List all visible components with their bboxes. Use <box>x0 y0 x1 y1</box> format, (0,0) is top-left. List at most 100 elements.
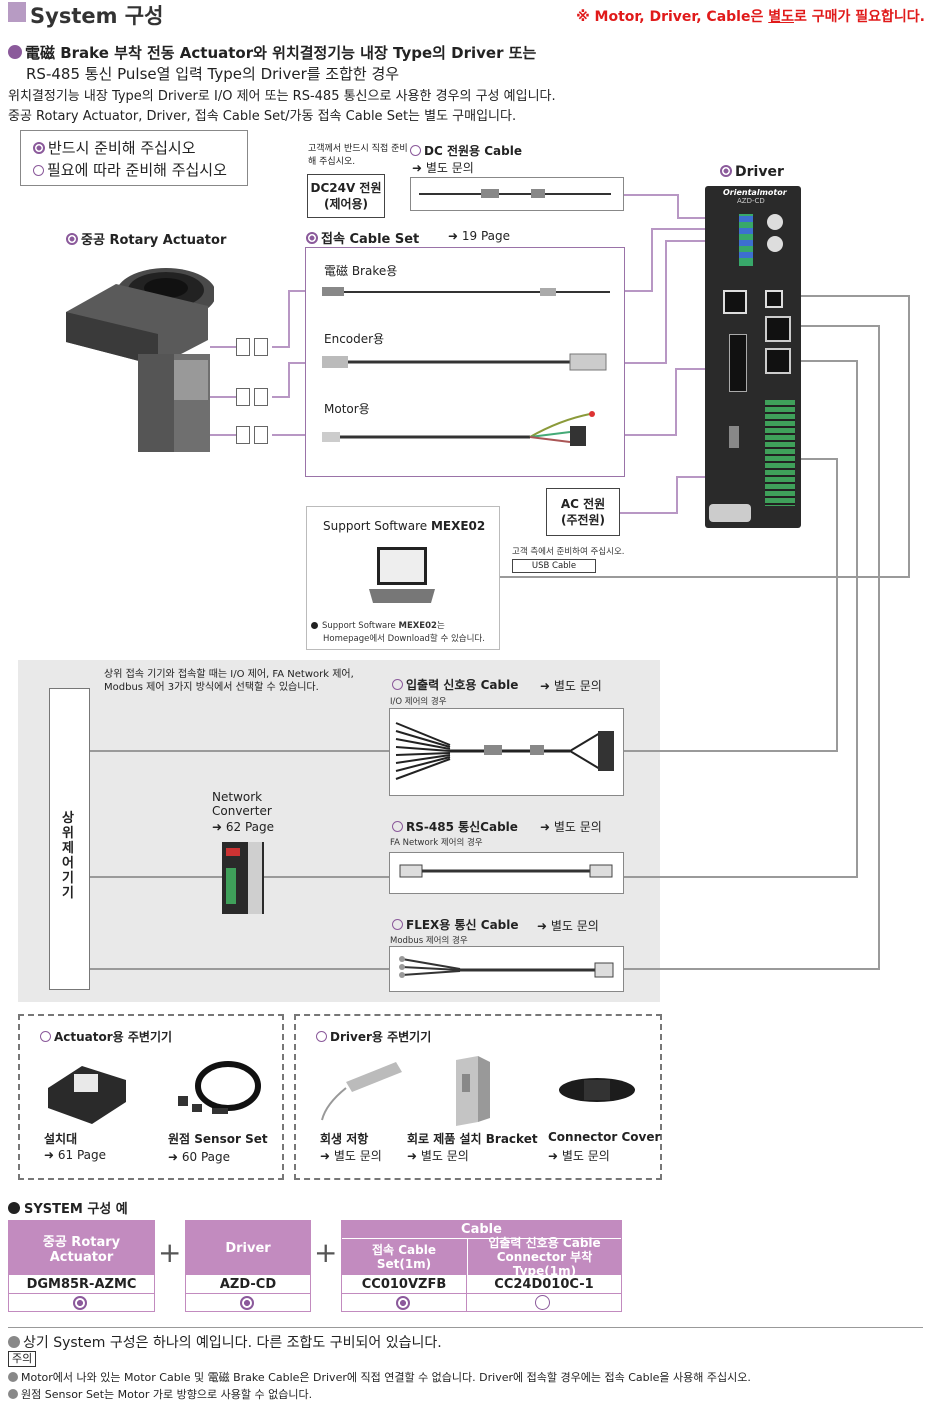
rs485-cable-box <box>389 852 624 894</box>
connector-cover-ref: ➜ 별도 문의 <box>548 1149 610 1163</box>
driver-label: Driver <box>720 164 784 180</box>
software-note: Support Software MEXE02는 <box>311 619 445 631</box>
regen-resistor-image <box>321 1062 402 1121</box>
io-cable-label: 입출력 신호용 Cable <box>392 676 518 693</box>
optional-mark <box>535 1295 550 1310</box>
usb-note: 고객 측에서 준비하여 주십시오. <box>512 547 625 557</box>
software-box: Support Software MEXE02 Support Software… <box>306 506 500 650</box>
legend-optional: 필요에 따라 준비해 주십시오 <box>33 159 227 180</box>
system-col-actuator: 중공 Rotary Actuator DGM85R-AZMC <box>8 1220 155 1312</box>
required-mark <box>239 1295 254 1310</box>
io-cable-ask: ➜ 별도 문의 <box>540 679 602 693</box>
flex-cable-sub: Modbus 제어의 경우 <box>390 936 468 946</box>
required-mark <box>73 1295 87 1310</box>
host-label-char: 제 <box>62 841 74 856</box>
cable-brake-label: 電磁 Brake용 <box>324 264 398 278</box>
host-label-char: 위 <box>62 826 74 841</box>
customer-prepare-note: 고객께서 반드시 직접 준비해 주십시오. <box>308 144 408 167</box>
cable-motor-image <box>322 411 595 446</box>
system-col-model: AZD-CD <box>219 1276 277 1292</box>
actuator-image <box>58 254 216 460</box>
driver-device: Orientalmotor AZD-CD <box>705 186 801 528</box>
system-col-header: 중공 Rotary Actuator <box>9 1221 154 1275</box>
required-mark <box>395 1295 410 1310</box>
system-col-cable: Cable 접속 Cable Set(1m) CC010VZFB 입출력 신호용… <box>341 1220 622 1312</box>
cable-encoder-label: Encoder용 <box>324 332 385 346</box>
connector-cover-image <box>559 1078 635 1102</box>
io-cable-image <box>395 722 614 780</box>
rs485-cable-sub: FA Network 제어의 경우 <box>390 838 483 848</box>
actuator-peripherals-box <box>18 1014 284 1180</box>
rs485-cable-image <box>399 864 613 878</box>
flex-cable-image <box>399 956 614 978</box>
laptop-image <box>369 547 435 603</box>
system-example-title: SYSTEM 구성 예 <box>8 1198 128 1217</box>
mounting-bracket-name: 회로 제품 설치 Bracket <box>407 1132 538 1146</box>
home-sensor-set-ref: ➜ 60 Page <box>168 1150 231 1164</box>
caution-label: 주의 <box>8 1351 37 1367</box>
regen-resistor-name: 회생 저항 <box>320 1132 369 1146</box>
actuator-connector-encoder <box>236 388 272 406</box>
regen-resistor-ref: ➜ 별도 문의 <box>320 1149 382 1163</box>
legend-box: 반드시 준비해 주십시오 필요에 따라 준비해 주십시오 <box>20 130 248 186</box>
system-col-model: CC24D010C-1 <box>494 1276 594 1292</box>
mounting-base-image <box>48 1066 126 1124</box>
cable-encoder-image <box>322 353 607 371</box>
flex-cable-label: FLEX용 통신 Cable <box>392 916 519 933</box>
dc24v-power-box: DC24V 전원(제어용) <box>307 174 385 218</box>
system-col-header: 입출력 신호용 Cable Connector 부착 Type(1m) <box>467 1236 621 1278</box>
system-col-header: 접속 Cable Set(1m) <box>342 1239 466 1275</box>
mounting-base-name: 설치대 <box>44 1132 78 1146</box>
driver-model: AZD-CD <box>737 197 765 205</box>
host-label-char: 어 <box>62 856 74 871</box>
host-note: 상위 접속 기기와 접속할 때는 I/O 제어, FA Network 제어,M… <box>104 669 354 693</box>
host-controller-box: 상 위 제 어 기 기 <box>49 688 90 990</box>
host-label-char: 상 <box>62 811 74 826</box>
host-label-char: 기 <box>62 871 74 886</box>
mounting-base-ref: ➜ 61 Page <box>44 1148 107 1162</box>
intro-heading-1: 電磁 Brake 부착 전동 Actuator와 위치결정기능 내장 Type의… <box>8 42 536 63</box>
dc-cable-image <box>419 189 611 198</box>
dc-cable-box <box>410 177 624 211</box>
cable-set-box: 電磁 Brake용 Encoder용 Motor용 <box>305 247 625 477</box>
rs485-cable-label: RS-485 통신Cable <box>392 818 518 835</box>
dc-cable-ask: ➜ 별도 문의 <box>412 161 474 175</box>
mounting-bracket-ref: ➜ 별도 문의 <box>407 1149 469 1163</box>
software-note-2: Homepage에서 Download할 수 있습니다. <box>323 634 485 644</box>
rs485-cable-ask: ➜ 별도 문의 <box>540 820 602 834</box>
io-cable-box <box>389 708 624 796</box>
ac-power-box: AC 전원(주전원) <box>546 488 620 536</box>
system-col-model: DGM85R-AZMC <box>26 1276 137 1292</box>
intro-text-2: 중공 Rotary Actuator, Driver, 접속 Cable Set… <box>8 109 517 124</box>
network-converter-image <box>218 838 268 916</box>
actuator-label: 중공 Rotary Actuator <box>66 229 226 248</box>
system-col-model: CC010VZFB <box>361 1276 447 1292</box>
system-col-header: Driver <box>186 1221 310 1275</box>
intro-text-1: 위치결정기능 내장 Type의 Driver로 I/O 제어 또는 RS-485… <box>8 89 556 104</box>
plus-sign: + <box>314 1236 338 1269</box>
legend-required: 반드시 준비해 주십시오 <box>33 137 196 158</box>
host-label-char: 기 <box>62 886 74 901</box>
system-col-driver: Driver AZD-CD <box>185 1220 311 1312</box>
cable-brake-image <box>322 287 610 296</box>
network-converter-page: ➜ 62 Page <box>212 820 275 834</box>
io-cable-sub: I/O 제어의 경우 <box>390 697 447 707</box>
software-title: Support Software MEXE02 <box>323 519 486 533</box>
caution-1: Motor에서 나와 있는 Motor Cable 및 電磁 Brake Cab… <box>8 1369 751 1385</box>
page-title: System 구성 <box>30 4 164 28</box>
driver-brand: Orientalmotor <box>723 188 787 197</box>
home-sensor-set-image <box>178 1061 261 1114</box>
dc-cable-label: DC 전원용 Cable <box>410 142 522 159</box>
connector-cover-name: Connector Cover <box>548 1130 661 1144</box>
driver-peripherals-box <box>294 1014 662 1180</box>
usb-cable-label: USB Cable <box>512 559 596 573</box>
home-sensor-set-name: 원점 Sensor Set <box>168 1132 268 1146</box>
flex-cable-box <box>389 946 624 992</box>
purchase-notice: ※ Motor, Driver, Cable은 별도로 구매가 필요합니다. <box>576 9 925 25</box>
footer-note: 상기 System 구성은 하나의 예입니다. 다른 조합도 구비되어 있습니다… <box>8 1332 442 1352</box>
mounting-bracket-image <box>456 1056 490 1126</box>
plus-sign: + <box>158 1236 182 1269</box>
actuator-connector-brake <box>236 338 272 356</box>
flex-cable-ask: ➜ 별도 문의 <box>537 919 599 933</box>
